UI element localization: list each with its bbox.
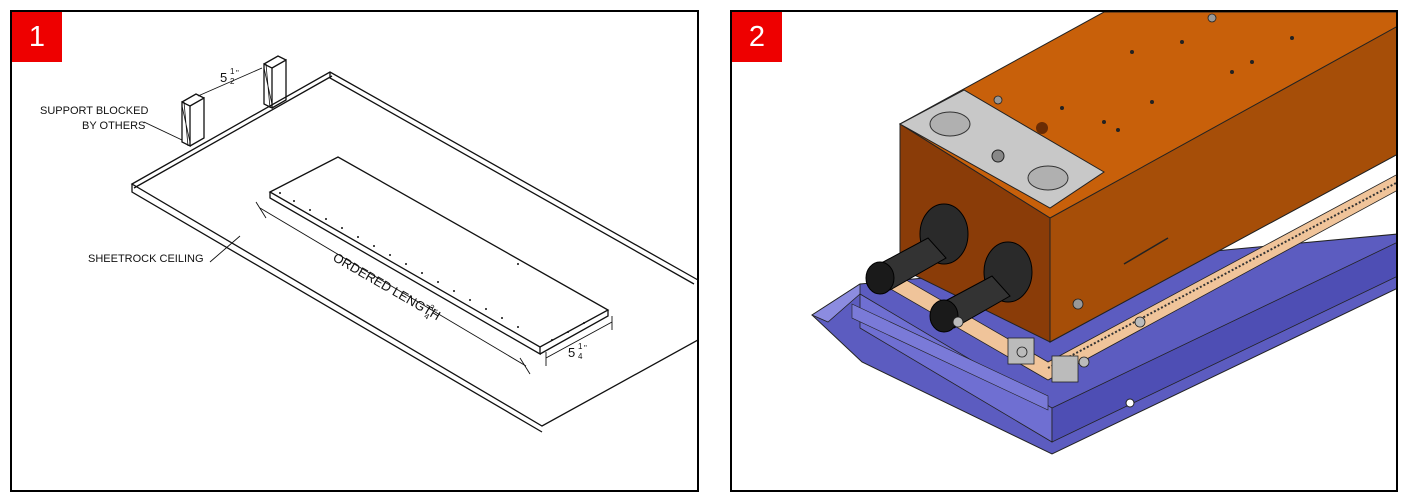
step-number-badge: 1 — [12, 12, 62, 62]
right-width-unit: " — [584, 344, 587, 353]
step-number-badge: 2 — [732, 12, 782, 62]
top-spacing-den: 2 — [230, 77, 235, 86]
sheetrock-leader — [209, 235, 241, 263]
top-spacing-unit: " — [236, 69, 239, 78]
installation-diagram-panel-1: 1 — [10, 10, 699, 492]
support-label-line1: SUPPORT BLOCKED — [40, 105, 148, 117]
right-width-dimension-line — [545, 321, 613, 359]
support-label-line2: BY OTHERS — [82, 120, 145, 132]
sheetrock-installation-drawing: SUPPORT BLOCKED BY OTHERS SHEETROCK CEIL… — [40, 55, 697, 433]
top-spacing-dimension-line — [197, 67, 263, 97]
fixture-outline — [268, 156, 610, 348]
sheetrock-label: SHEETROCK CEILING — [88, 253, 204, 265]
right-width-whole: 5 — [568, 345, 575, 360]
installation-diagram-panel-2: 2 — [730, 10, 1398, 492]
right-width-den: 4 — [578, 352, 583, 361]
connector-left — [865, 203, 969, 295]
ordered-length-fraction-den: 4 — [423, 311, 432, 321]
housing-side — [1049, 26, 1396, 343]
ordered-length-fraction-num: 3 — [428, 303, 437, 313]
top-spacing-whole: 5 — [220, 70, 227, 85]
top-spacing-num: 1 — [230, 67, 235, 76]
connector-right — [929, 241, 1033, 333]
ceiling-slab — [130, 71, 697, 427]
support-leader — [143, 121, 183, 141]
fixture-3d-render — [811, 12, 1396, 455]
right-width-num: 1 — [578, 342, 583, 351]
ordered-length-unit: " — [432, 307, 439, 316]
ordered-length-dimension-line — [259, 207, 527, 367]
